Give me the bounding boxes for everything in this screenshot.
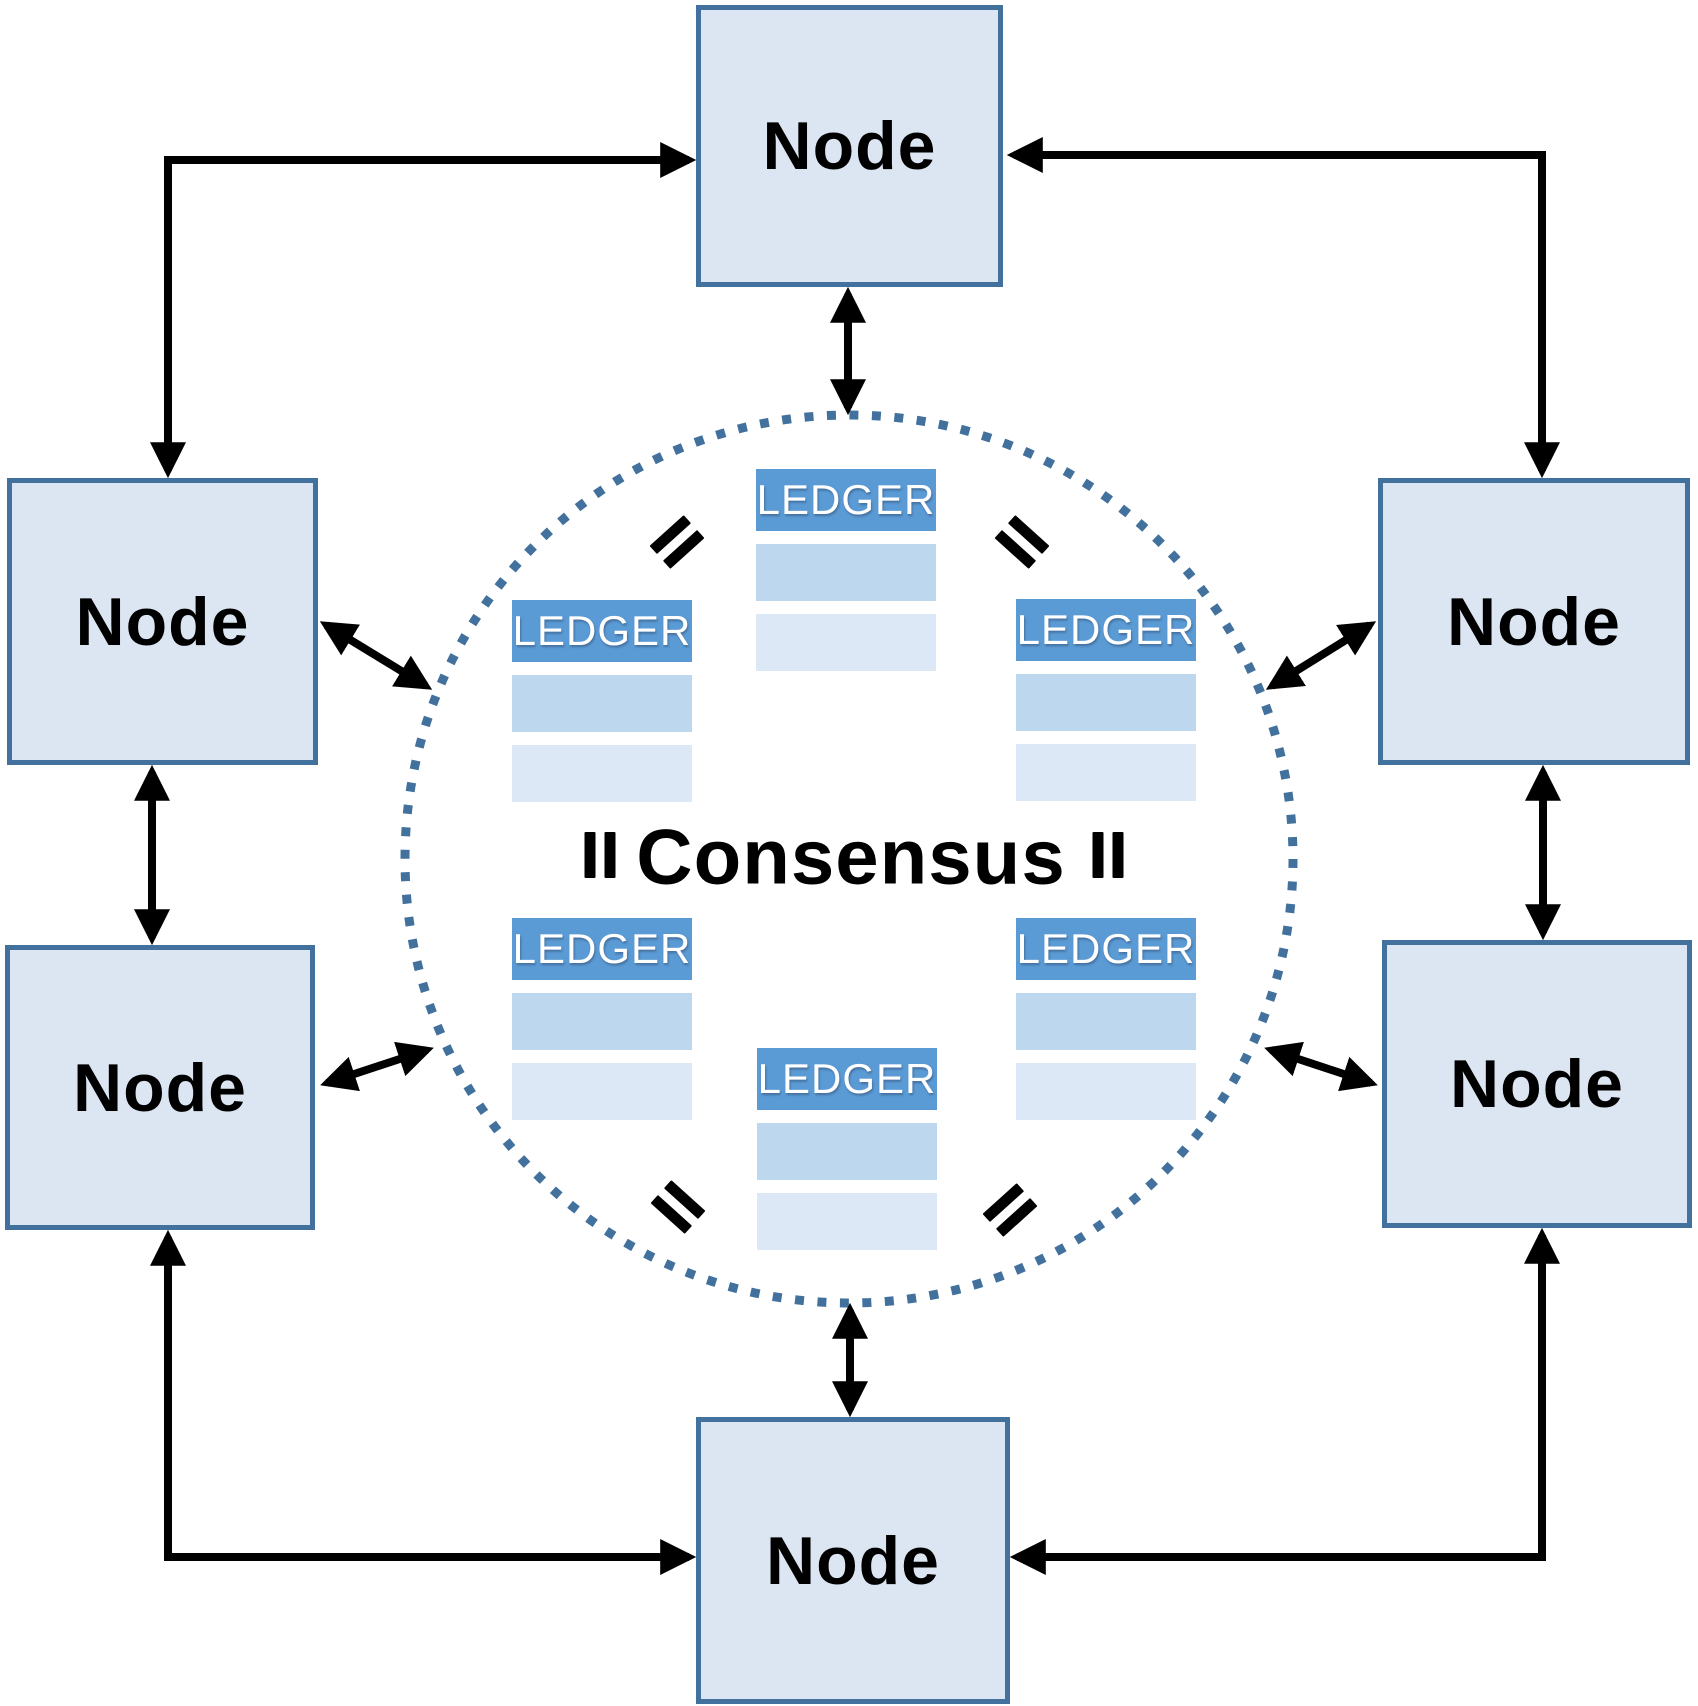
node-label: Node xyxy=(73,1049,247,1126)
node-box-top: Node xyxy=(696,5,1003,287)
ledger-header: LEDGER xyxy=(1016,918,1196,980)
ledger-upper-left: LEDGER xyxy=(512,600,692,802)
ledger-label: LEDGER xyxy=(757,1055,937,1102)
arrow-elbow-bottom-right xyxy=(1009,1227,1560,1575)
ledger-top-center: LEDGER xyxy=(756,469,936,671)
ledger-upper-right: LEDGER xyxy=(1016,599,1196,801)
node-label: Node xyxy=(75,583,250,660)
ledger-row xyxy=(512,745,692,802)
node-label: Node xyxy=(1450,1046,1624,1122)
ledger-header: LEDGER xyxy=(1016,599,1196,661)
ledger-row xyxy=(512,1063,692,1120)
ledger-row xyxy=(1016,744,1196,801)
arrow-diagonal-lower-right xyxy=(1264,1041,1378,1092)
ledger-lower-right: LEDGER xyxy=(1016,918,1196,1120)
ledger-row xyxy=(756,544,936,601)
ledger-row xyxy=(1016,674,1196,731)
ledger-header: LEDGER xyxy=(512,918,692,980)
node-box-upper-right: Node xyxy=(1378,478,1690,765)
ledger-bottom-center: LEDGER xyxy=(757,1048,937,1250)
ledger-row xyxy=(1016,1063,1196,1120)
ledger-label: LEDGER xyxy=(512,607,692,654)
arrow-diagonal-upper-left xyxy=(319,621,433,690)
ledger-row xyxy=(756,614,936,671)
node-box-lower-right: Node xyxy=(1382,940,1692,1228)
ledger-row xyxy=(512,993,692,1050)
ledger-label: LEDGER xyxy=(756,476,936,523)
equals-icon-mid-left xyxy=(584,832,616,878)
node-box-bottom: Node xyxy=(696,1417,1010,1704)
node-box-upper-left: Node xyxy=(7,478,318,765)
arrow-diagonal-lower-left xyxy=(320,1041,434,1092)
ledger-header: LEDGER xyxy=(512,600,692,662)
ledger-label: LEDGER xyxy=(1016,925,1196,972)
arrow-diagonal-upper-right xyxy=(1265,621,1377,690)
ledger-label: LEDGER xyxy=(1016,606,1196,653)
node-label: Node xyxy=(762,108,937,184)
consensus-boundary-circle xyxy=(400,410,1298,1308)
ledger-row xyxy=(757,1123,937,1180)
ledger-header: LEDGER xyxy=(757,1048,937,1110)
ledger-row xyxy=(1016,993,1196,1050)
ledger-header: LEDGER xyxy=(756,469,936,531)
ledger-row xyxy=(512,675,692,732)
node-label: Node xyxy=(1447,583,1621,660)
arrow-elbow-top-right xyxy=(1006,137,1560,479)
node-box-lower-left: Node xyxy=(5,945,315,1230)
consensus-label: Consensus xyxy=(636,812,1066,901)
arrow-elbow-top-left xyxy=(150,142,697,479)
node-label: Node xyxy=(766,1522,940,1599)
ledger-label: LEDGER xyxy=(512,925,692,972)
arrow-elbow-bottom-left xyxy=(150,1229,697,1575)
equals-icon-mid-right xyxy=(1092,832,1124,878)
ledger-lower-left: LEDGER xyxy=(512,918,692,1120)
ledger-row xyxy=(757,1193,937,1250)
